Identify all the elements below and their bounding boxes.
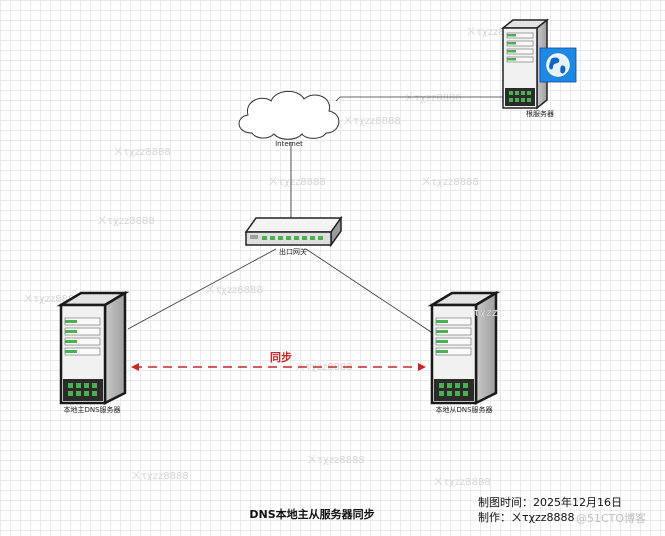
connections	[127, 96, 503, 371]
internet-label: Internet	[275, 140, 303, 148]
gateway-switch-icon	[244, 215, 343, 248]
author-line: 制作：ㄨτχzz8888	[478, 511, 575, 524]
watermark: ㄨτχzz8888	[307, 455, 365, 466]
gateway-label: 出口网关	[279, 247, 307, 256]
overlay-watermark-text: τχzz	[473, 306, 498, 319]
root-server-icon	[500, 18, 550, 110]
watermark: ㄨτχzz8888	[343, 116, 401, 127]
cloud-icon	[238, 90, 340, 140]
watermark: ㄨτχzz8888	[23, 294, 81, 305]
date-line: 制图时间：2025年12月16日	[478, 495, 622, 509]
internet-root-link	[335, 96, 503, 102]
watermark: ㄨτχzz8888	[466, 27, 524, 38]
watermark: ㄨτχzz8888	[404, 93, 462, 104]
gateway-master-link	[127, 248, 277, 330]
slave-dns-label: 本地从DNS服务器	[435, 405, 492, 414]
diagram-title: DNS本地主从服务器同步	[249, 507, 374, 521]
root-server-label: 根服务器	[526, 109, 554, 118]
watermark: ㄨτχzz8888	[433, 477, 491, 488]
slave-dns-server-icon	[427, 290, 501, 406]
watermark: ㄨτχzz8888	[421, 177, 479, 188]
watermark: ㄨτχzz8888	[97, 216, 155, 227]
watermark-layer: ㄨτχzz8888 ㄨτχzz8888 ㄨτχzz8888 ㄨτχzz8888 …	[23, 27, 524, 488]
master-dns-label: 本地主DNS服务器	[63, 405, 120, 414]
gateway-slave-link	[305, 248, 432, 333]
watermark: ㄨτχzz8888	[205, 285, 263, 296]
watermark: ㄨτχzz8888	[113, 147, 171, 158]
watermark: ㄨτχzz8888	[131, 471, 189, 482]
globe-icon	[539, 47, 577, 83]
watermark: ㄨτχzz8888	[268, 177, 326, 188]
corner-watermark: @51CTO博客	[576, 511, 646, 525]
sync-label: 同步	[270, 350, 292, 364]
master-dns-server-icon	[56, 290, 130, 406]
